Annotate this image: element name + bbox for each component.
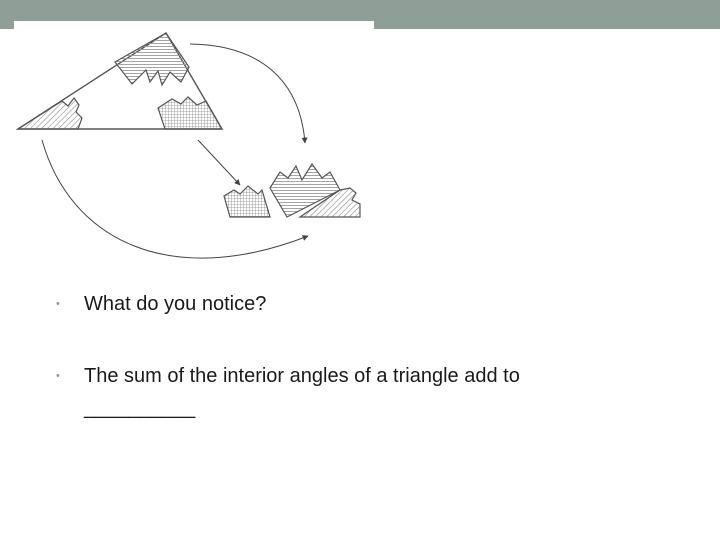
bullet-item: • The sum of the interior angles of a tr… [56, 360, 664, 424]
left-angle-piece [15, 96, 83, 130]
answer-blank: __________ [84, 397, 196, 419]
bullet-text: What do you notice? [84, 293, 267, 315]
assembled-left-piece [298, 187, 361, 218]
bullet-marker: • [56, 370, 60, 382]
bullet-list: • What do you notice? • The sum of the i… [56, 288, 664, 424]
bullet-item: • What do you notice? [56, 288, 664, 320]
torn-triangle-angles-diagram [15, 32, 361, 259]
header-notch [14, 21, 374, 29]
bullet-marker: • [56, 298, 60, 310]
arrow-top [189, 43, 308, 144]
arrow-middle [197, 139, 241, 186]
top-angle-piece [114, 32, 190, 87]
right-angle-piece [157, 96, 224, 130]
assembled-top-piece [269, 162, 341, 218]
arrow-bottom [41, 139, 309, 259]
assembled-right-piece [223, 185, 271, 218]
bullet-text: The sum of the interior angles of a tria… [84, 365, 520, 387]
